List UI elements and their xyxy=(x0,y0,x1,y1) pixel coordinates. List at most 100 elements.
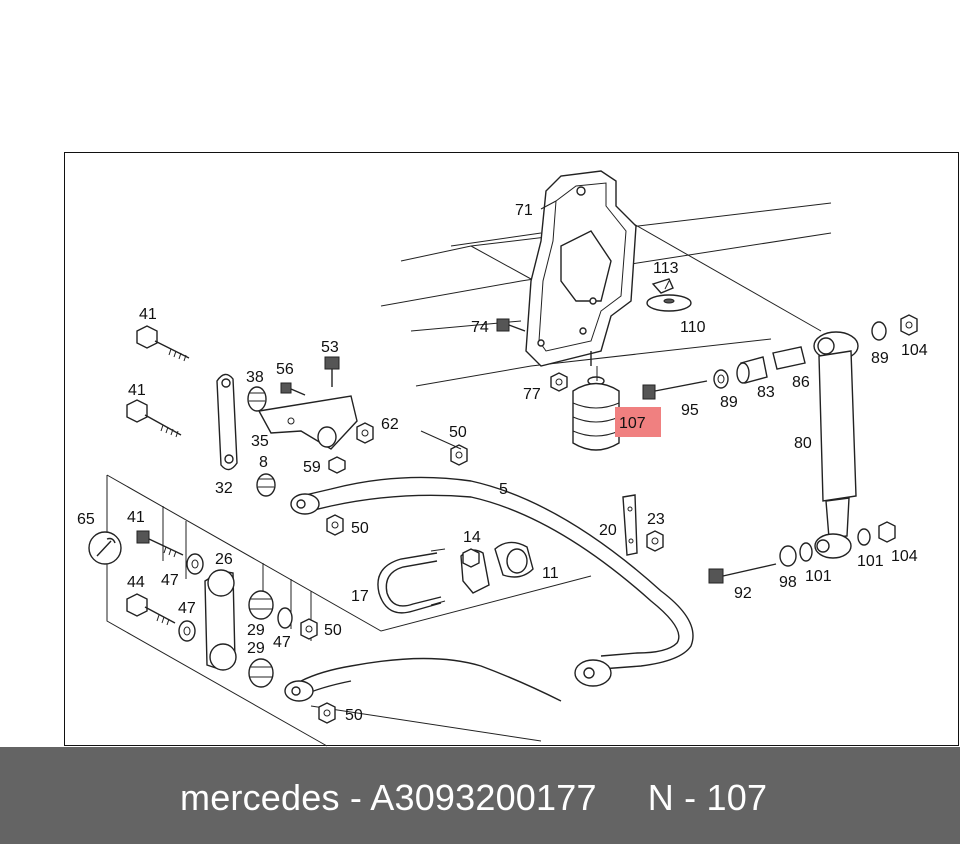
callout-89a: 89 xyxy=(720,394,738,411)
callout-104b: 104 xyxy=(891,548,918,565)
bolt-92[interactable] xyxy=(708,563,777,584)
callout-56: 56 xyxy=(276,361,294,378)
nut-23[interactable] xyxy=(646,530,664,552)
bolt-41a[interactable] xyxy=(136,325,190,362)
bushing-29b[interactable] xyxy=(248,658,274,688)
callout-41c: 41 xyxy=(127,509,145,526)
link-26[interactable] xyxy=(204,569,237,671)
callout-44: 44 xyxy=(127,574,145,591)
wrench-icon xyxy=(88,531,122,565)
nut-59[interactable] xyxy=(328,456,346,474)
washer-47b[interactable] xyxy=(178,620,196,642)
bolt-44[interactable] xyxy=(126,593,176,626)
nut-77[interactable] xyxy=(550,372,568,392)
bolt-74[interactable] xyxy=(496,318,526,332)
washer-89b[interactable] xyxy=(871,321,887,341)
bracket-35[interactable] xyxy=(257,395,358,450)
bushing-11[interactable] xyxy=(494,541,534,578)
bolt-56[interactable] xyxy=(280,382,306,396)
u-bolt-17[interactable] xyxy=(377,548,446,614)
bushing-29a[interactable] xyxy=(248,590,274,620)
callout-77: 77 xyxy=(523,386,541,403)
callout-101b: 101 xyxy=(857,553,884,570)
washer-101b[interactable] xyxy=(857,528,871,546)
bushing-38[interactable] xyxy=(247,386,267,412)
callout-32: 32 xyxy=(215,480,233,497)
callout-50d: 50 xyxy=(345,707,363,724)
callout-41b: 41 xyxy=(128,382,146,399)
callout-92: 92 xyxy=(734,585,752,602)
washer-101a[interactable] xyxy=(799,542,813,562)
callout-29b: 29 xyxy=(247,640,265,657)
callout-38: 38 xyxy=(246,369,264,386)
callout-47c: 47 xyxy=(273,634,291,651)
callout-41a: 41 xyxy=(139,306,157,323)
bolt-41b[interactable] xyxy=(126,399,182,438)
parts-diagram: 107 xyxy=(77,170,928,747)
bolt-41c[interactable] xyxy=(136,530,184,558)
stabilizer-bar-5[interactable] xyxy=(284,430,694,742)
callout-47b: 47 xyxy=(178,600,196,617)
callout-8: 8 xyxy=(259,454,268,471)
callout-62: 62 xyxy=(381,416,399,433)
bolt-53[interactable] xyxy=(324,356,340,387)
nut-50c[interactable] xyxy=(300,618,318,640)
callout-83: 83 xyxy=(757,384,775,401)
diagram-frame: 107 xyxy=(64,152,959,747)
callout-53: 53 xyxy=(321,339,339,356)
bracket-71[interactable] xyxy=(525,170,637,367)
callout-labels: 71 113 110 74 77 95 89 83 86 89 104 80 4… xyxy=(77,202,928,724)
callout-101a: 101 xyxy=(805,568,832,585)
link-32[interactable] xyxy=(216,373,238,471)
callout-50a: 50 xyxy=(449,424,467,441)
callout-110: 110 xyxy=(680,319,706,336)
callout-14: 14 xyxy=(463,529,481,546)
callout-80: 80 xyxy=(794,435,812,452)
nut-62[interactable] xyxy=(356,422,374,444)
washer-110[interactable] xyxy=(646,294,692,312)
callout-98: 98 xyxy=(779,574,797,591)
bracket-20[interactable] xyxy=(622,494,638,556)
callout-26: 26 xyxy=(215,551,233,568)
bolt-95[interactable] xyxy=(642,380,708,400)
footer-bar: mercedes - A3093200177 N - 107 xyxy=(0,747,960,844)
callout-89b: 89 xyxy=(871,350,889,367)
washer-47c[interactable] xyxy=(277,607,293,629)
callout-86: 86 xyxy=(792,374,810,391)
sleeve-86[interactable] xyxy=(772,346,806,370)
callout-104a: 104 xyxy=(901,342,928,359)
bushing-8[interactable] xyxy=(256,473,276,497)
callout-59: 59 xyxy=(303,459,321,476)
clamp-14[interactable] xyxy=(460,548,490,594)
callout-50c: 50 xyxy=(324,622,342,639)
callout-35: 35 xyxy=(251,433,269,450)
nut-50b[interactable] xyxy=(326,514,344,536)
callout-11: 11 xyxy=(542,565,559,582)
shock-absorber-80[interactable] xyxy=(813,331,859,559)
washer-98[interactable] xyxy=(779,545,797,567)
nut-50a[interactable] xyxy=(450,444,468,466)
callout-95: 95 xyxy=(681,402,699,419)
nut-104a[interactable] xyxy=(900,314,918,336)
nut-50d[interactable] xyxy=(318,702,336,724)
callout-50b: 50 xyxy=(351,520,369,537)
frame-rails xyxy=(380,202,832,387)
callout-65: 65 xyxy=(77,511,95,528)
callout-29a: 29 xyxy=(247,622,265,639)
washer-47a[interactable] xyxy=(186,553,204,575)
bump-stop-107[interactable] xyxy=(572,351,620,451)
part-number-caption: mercedes - A3093200177 N - 107 xyxy=(180,777,768,818)
callout-20: 20 xyxy=(599,522,617,539)
callout-47a: 47 xyxy=(161,572,179,589)
clip-113[interactable] xyxy=(651,278,674,294)
callout-113: 113 xyxy=(653,260,679,277)
nut-104b[interactable] xyxy=(878,521,896,543)
callout-71: 71 xyxy=(515,202,533,219)
callout-17: 17 xyxy=(351,588,369,605)
leader-lines xyxy=(540,200,670,381)
bushing-83[interactable] xyxy=(736,356,768,384)
washer-89a[interactable] xyxy=(713,369,729,389)
highlight-box-107 xyxy=(615,407,661,437)
callout-5: 5 xyxy=(499,481,508,498)
side-plate xyxy=(106,474,592,747)
